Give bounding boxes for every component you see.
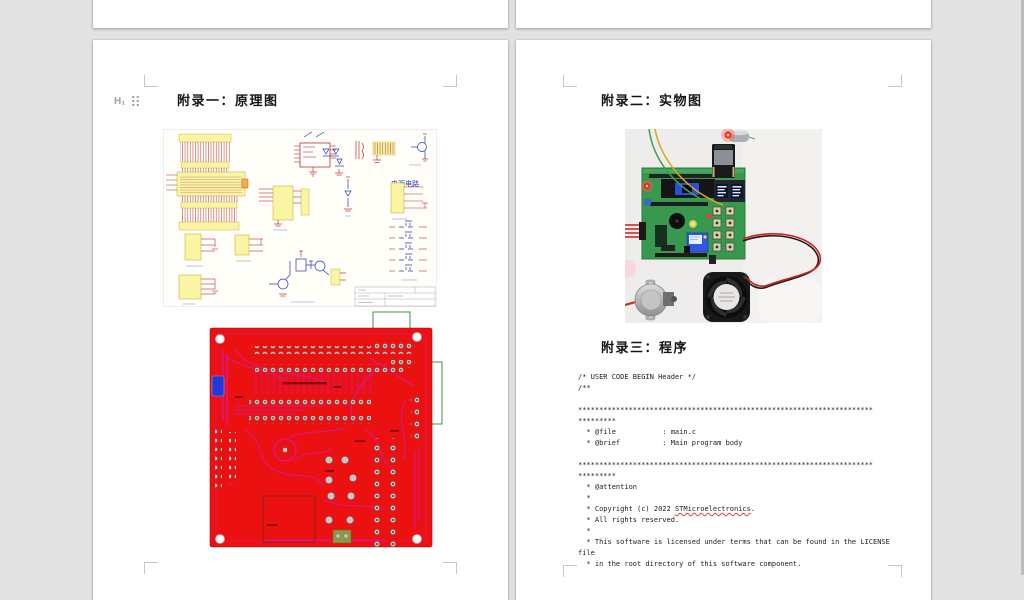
code-line: * in the root directory of this software…	[578, 560, 802, 568]
transistor-circuit-right	[409, 133, 428, 166]
main-green-board	[641, 167, 746, 264]
text-boundary-mark	[888, 565, 902, 577]
oled-displays	[714, 180, 745, 202]
text-boundary-mark	[888, 75, 902, 87]
relay-driver-circuit	[269, 250, 346, 303]
title-block	[354, 286, 436, 307]
code-line: *********	[578, 472, 616, 480]
mcu-connector-stack	[166, 133, 249, 231]
code-line: * All rights reserved.	[578, 516, 680, 524]
text-boundary-mark	[144, 75, 158, 87]
led-circuit	[344, 176, 352, 217]
pcb-bottom-connector	[332, 529, 352, 544]
document-page-right: 附录二：实物图	[516, 40, 931, 600]
appendix3-heading[interactable]: 附录三：程序	[601, 340, 689, 355]
previous-page-left	[93, 0, 508, 28]
pcb-silkscreen	[235, 382, 399, 543]
code-line: /* USER CODE BEGIN Header */	[578, 373, 697, 381]
code-block[interactable]: /* USER CODE BEGIN Header *//** ********…	[578, 372, 890, 570]
esp32-module	[712, 144, 735, 178]
heading-level-indicator[interactable]: H₁	[114, 96, 126, 107]
document-page-left: H₁ 附录一：原理图	[93, 40, 508, 600]
fan-power-wires	[742, 232, 821, 289]
pad-grid	[712, 206, 735, 252]
text-boundary-mark	[563, 75, 577, 87]
signal-wires	[648, 129, 724, 206]
cooling-fan	[703, 272, 750, 322]
appendix1-heading[interactable]: 附录一：原理图	[177, 93, 279, 108]
code-line: *	[578, 494, 591, 502]
text-boundary-mark	[443, 75, 457, 87]
code-line	[578, 394, 878, 405]
text-boundary-mark	[563, 565, 577, 577]
schematic-figure[interactable]: 电源电路	[163, 129, 437, 307]
pcb-blue-component	[211, 375, 225, 397]
code-line: ****************************************…	[578, 461, 874, 469]
code-line: *	[578, 527, 591, 535]
appendix2-heading[interactable]: 附录二：实物图	[601, 93, 703, 108]
code-line: file	[578, 549, 595, 557]
hardware-photo-figure[interactable]	[625, 129, 822, 323]
code-line: * This software is licensed under terms …	[578, 538, 890, 546]
code-line: * @file : main.c	[578, 428, 697, 436]
stepper-motor	[625, 279, 677, 321]
scrollbar-track[interactable]	[1021, 0, 1024, 575]
pcb-mounting-holes	[215, 332, 422, 544]
pcb-pads	[215, 341, 419, 548]
code-line: /**	[578, 384, 591, 392]
code-line: ****************************************…	[578, 406, 874, 414]
text-boundary-mark	[443, 562, 457, 574]
red-glow-reflection	[625, 260, 636, 278]
serial-circuit	[259, 185, 310, 231]
code-line: * @brief : Main program body	[578, 439, 743, 447]
code-line: * @attention	[578, 483, 638, 491]
text-boundary-mark	[144, 562, 158, 574]
code-line: *********	[578, 417, 616, 425]
buttons-column	[389, 220, 427, 281]
gas-sensor	[721, 129, 756, 142]
power-ic	[294, 142, 336, 177]
display-connector	[390, 182, 428, 220]
pcb-figure[interactable]	[205, 310, 445, 552]
drag-handle-icon[interactable]	[131, 95, 140, 107]
previous-page-right	[516, 0, 931, 28]
red-wire-connector	[625, 222, 646, 240]
power-circuit: 电源电路	[303, 131, 419, 188]
code-line: * Copyright (c) 2022 STMicroelectronics.	[578, 505, 756, 513]
paper-sheet	[758, 279, 822, 323]
sensor-boxes	[178, 233, 263, 305]
power-circuit-label: 电源电路	[391, 179, 419, 188]
spellcheck-underlined-word: STMicroelectronics	[674, 505, 751, 513]
code-line	[578, 449, 878, 460]
